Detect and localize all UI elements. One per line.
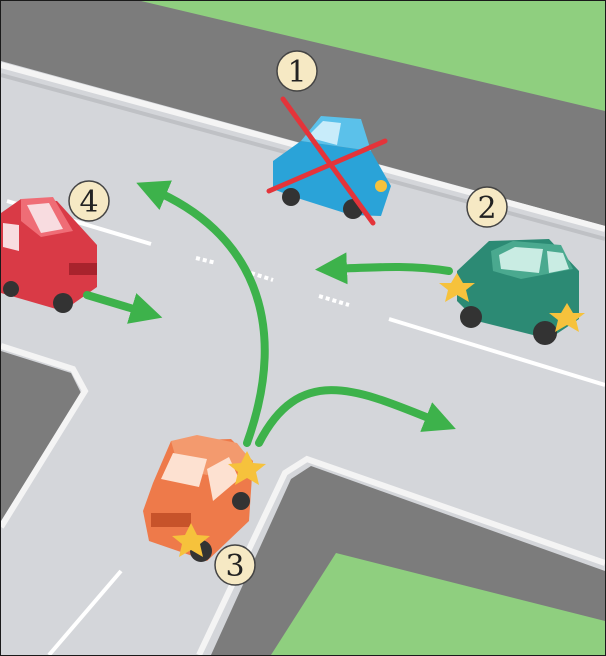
- arrow-car2-left: [331, 267, 449, 271]
- badge-1: 1: [277, 51, 317, 91]
- svg-text:4: 4: [79, 185, 98, 220]
- badge-2: 2: [467, 187, 507, 227]
- svg-text:2: 2: [477, 191, 496, 226]
- badge-4: 4: [69, 181, 109, 221]
- badge-3: 3: [215, 545, 255, 585]
- svg-text:1: 1: [287, 55, 306, 90]
- svg-text:3: 3: [225, 549, 244, 584]
